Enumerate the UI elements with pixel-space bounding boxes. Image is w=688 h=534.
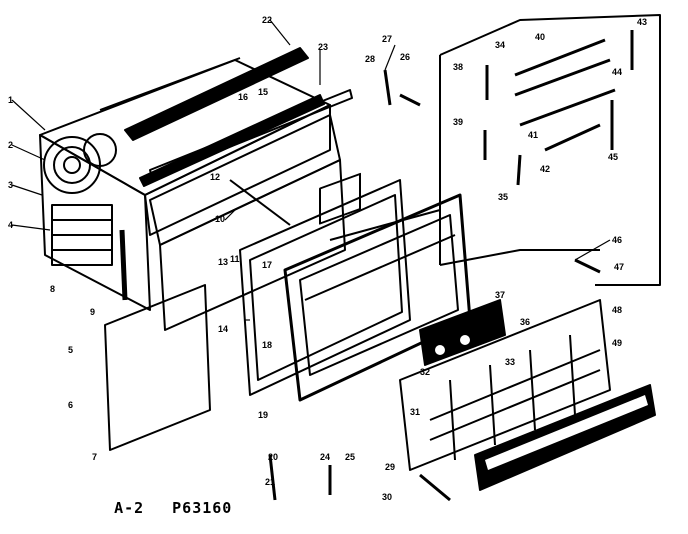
callout-15: 15	[258, 87, 268, 97]
small-parts	[268, 30, 634, 502]
callout-3: 3	[8, 180, 13, 190]
callout-45: 45	[608, 152, 618, 162]
callout-30: 30	[382, 492, 392, 502]
callout-6: 6	[68, 400, 73, 410]
front-frame	[283, 172, 472, 402]
callout-18: 18	[262, 340, 272, 350]
callout-46: 46	[612, 235, 622, 245]
callout-23: 23	[318, 42, 328, 52]
front-cover	[474, 384, 656, 491]
callout-29: 29	[385, 462, 395, 472]
callout-10: 10	[215, 214, 225, 224]
callout-14: 14	[218, 324, 228, 334]
callout-5: 5	[68, 345, 73, 355]
callout-36: 36	[520, 317, 530, 327]
callout-48: 48	[612, 305, 622, 315]
side-panel	[104, 229, 211, 451]
callout-32: 32	[420, 367, 430, 377]
callout-11: 11	[230, 254, 240, 264]
callout-35: 35	[498, 192, 508, 202]
control-panel	[419, 299, 506, 366]
callout-22: 22	[262, 15, 272, 25]
top-rail	[124, 47, 353, 187]
callout-25: 25	[345, 452, 355, 462]
figure-code: P63160	[172, 499, 233, 517]
callout-44: 44	[612, 67, 622, 77]
callout-24: 24	[320, 452, 330, 462]
callout-49: 49	[612, 338, 622, 348]
callout-26: 26	[400, 52, 410, 62]
callout-13: 13	[218, 257, 228, 267]
callout-41: 41	[528, 130, 538, 140]
callout-33: 33	[505, 357, 515, 367]
callout-4: 4	[8, 220, 13, 230]
callout-8: 8	[50, 284, 55, 294]
condenser-coil	[43, 133, 117, 266]
chassis-frame	[149, 114, 346, 331]
callout-38: 38	[453, 62, 463, 72]
callout-31: 31	[410, 407, 420, 417]
callout-7: 7	[92, 452, 97, 462]
cabinet-shell	[39, 57, 331, 311]
callout-42: 42	[540, 164, 550, 174]
callout-39: 39	[453, 117, 463, 127]
callout-20: 20	[268, 452, 278, 462]
callout-40: 40	[535, 32, 545, 42]
callout-2: 2	[8, 140, 13, 150]
louver-grille	[399, 299, 611, 471]
callout-1: 1	[8, 95, 13, 105]
sheet-label: A-2	[114, 499, 145, 517]
callout-27: 27	[382, 34, 392, 44]
callout-21: 21	[265, 477, 275, 487]
callout-12: 12	[210, 172, 220, 182]
callout-28: 28	[365, 54, 375, 64]
parts-box-outline	[439, 14, 661, 286]
callout-43: 43	[637, 17, 647, 27]
callout-19: 19	[258, 410, 268, 420]
callout-16: 16	[238, 92, 248, 102]
callout-34: 34	[495, 40, 505, 50]
callout-47: 47	[614, 262, 624, 272]
leader-lines	[11, 19, 611, 321]
callout-9: 9	[90, 307, 95, 317]
callout-labels: 1 2 3 4 5 6 7 8 9 10 11 12 13 14 15 16 1…	[8, 15, 647, 502]
figure-caption: A-2 P63160	[94, 481, 232, 517]
gasket-frame	[239, 179, 411, 396]
callout-37: 37	[495, 290, 505, 300]
callout-17: 17	[262, 260, 272, 270]
